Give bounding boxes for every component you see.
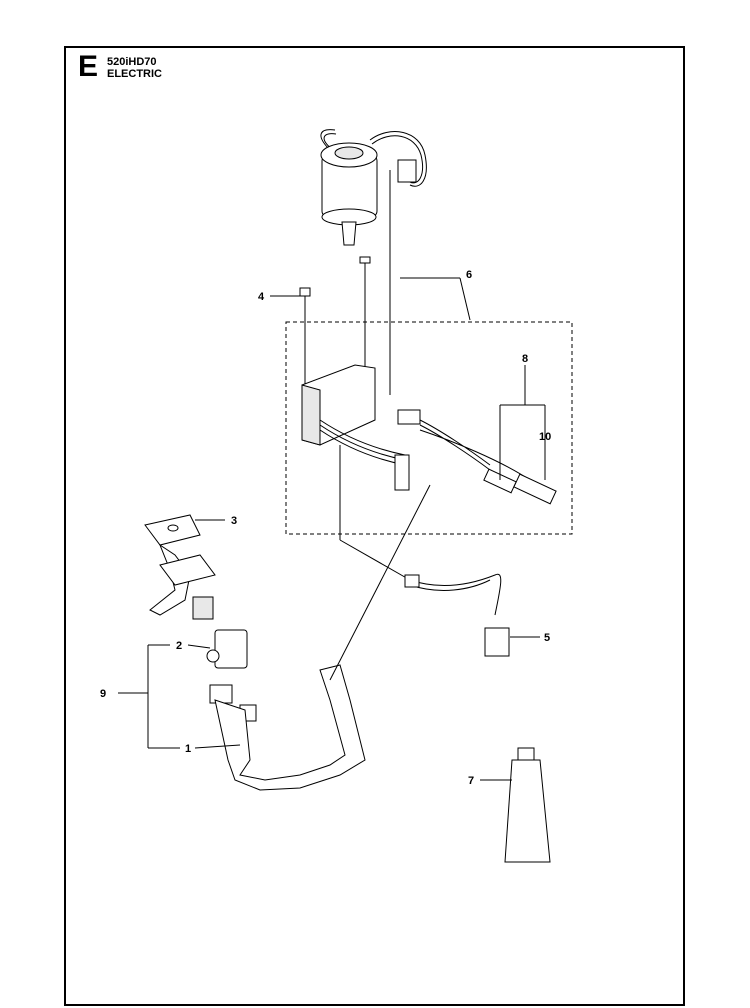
callout-10: 10 <box>539 431 551 443</box>
callout-4: 4 <box>258 291 265 303</box>
callout-1: 1 <box>185 743 191 755</box>
callout-3: 3 <box>231 515 237 527</box>
bracket-drawing <box>144 514 216 620</box>
model-name: 520iHD70 <box>107 56 157 68</box>
category-title: ELECTRIC <box>107 68 162 80</box>
control-unit-drawing <box>301 364 557 581</box>
microswitch-drawing <box>404 573 510 657</box>
callout-6: 6 <box>466 269 472 281</box>
grease-tube-drawing <box>504 747 551 863</box>
diagram-frame <box>64 46 685 1006</box>
assembly-6-box <box>285 321 573 535</box>
callout-leaders <box>118 277 546 781</box>
callout-2: 2 <box>176 640 182 652</box>
switch-drawing <box>206 629 257 722</box>
callout-7: 7 <box>468 775 474 787</box>
callout-8: 8 <box>522 353 528 365</box>
callout-9: 9 <box>100 688 106 700</box>
motor-drawing <box>320 129 427 395</box>
callout-5: 5 <box>544 632 550 644</box>
ribbon-cable-drawing <box>214 484 431 791</box>
section-letter: E <box>78 50 99 83</box>
